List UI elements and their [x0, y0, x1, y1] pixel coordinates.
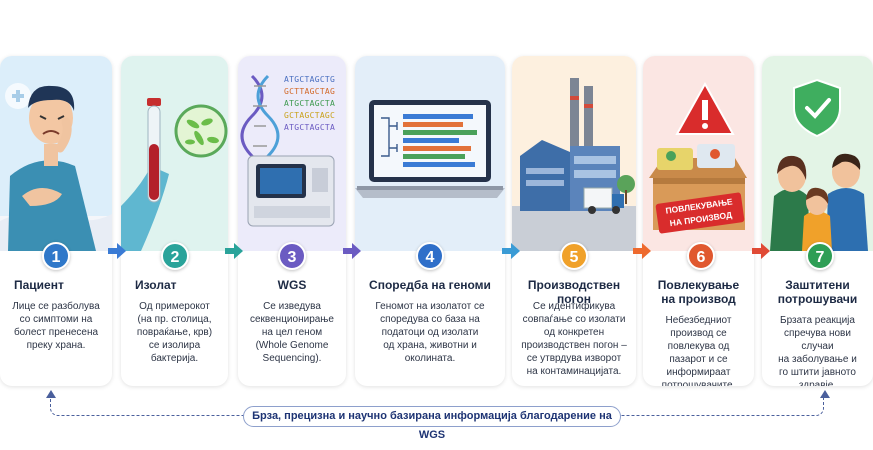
step-card-recall: ПОВЛЕКУВАЊЕ НА ПРОИЗВОД 6 Повлекување на…	[643, 56, 754, 386]
step-title: Изолат	[135, 278, 177, 292]
step-card-wgs: ATGCTAGCTG GCTTAGCTAG ATGCTAGCTA GCTAGCT…	[238, 56, 346, 386]
arrow-right-icon	[633, 243, 651, 259]
dna-line: ATGCTAGCTG	[284, 75, 336, 84]
step-title: WGS	[277, 278, 307, 292]
dna-line: GCTAGCTAGC	[284, 111, 336, 120]
step-card-protected: 7 Заштитени потрошувачи Брзата реакција …	[762, 56, 873, 386]
arrow-right-icon	[502, 243, 520, 259]
dna-line: GCTTAGCTAG	[284, 87, 336, 96]
arrow-right-icon	[108, 243, 126, 259]
step-description: Од примерокот (на пр. столица, повраќање…	[136, 301, 213, 364]
sick-patient-icon	[0, 56, 112, 251]
family-shield-icon	[762, 56, 873, 251]
step-title: Производствен погон	[527, 278, 621, 306]
step-description: Геномот на изолатот се споредува со база…	[375, 301, 485, 364]
dna-line: ATGCTAGCTA	[284, 99, 336, 108]
arrow-up-icon	[820, 390, 830, 398]
step-title: Заштитени потрошувачи	[777, 278, 858, 306]
test-tube-bacteria-icon	[121, 56, 228, 251]
step-card-genome-comparison: 4 Споредба на геноми Геномот на изолатот…	[355, 56, 505, 386]
step-number-badge: 5	[560, 242, 588, 270]
step-number-badge: 2	[161, 242, 189, 270]
step-description: Се идентификува совпаѓање со изолати од …	[521, 301, 627, 377]
arrow-right-icon	[752, 243, 770, 259]
step-number-badge: 6	[687, 242, 715, 270]
step-number-badge: 7	[806, 242, 834, 270]
step-description: Се изведува секвенционирање на цел геном…	[249, 301, 334, 364]
dna-sequence-text: ATGCTAGCTG GCTTAGCTAG ATGCTAGCTA GCTAGCT…	[284, 74, 344, 134]
step-title: Пациент	[14, 278, 64, 292]
laptop-tree-icon	[355, 56, 505, 251]
step-number-badge: 3	[278, 242, 306, 270]
footer-caption: Брза, прецизна и научно базирана информа…	[243, 406, 621, 441]
arrow-right-icon	[343, 243, 361, 259]
step-title: Споредба на геноми	[369, 278, 491, 292]
dna-sequencer-icon	[238, 56, 346, 251]
step-description: Лице се разболува со симптоми на болест …	[12, 301, 100, 351]
dna-line: ATGCTAGCTA	[284, 123, 336, 132]
step-number-badge: 1	[42, 242, 70, 270]
step-number-badge: 4	[416, 242, 444, 270]
arrow-up-icon	[46, 390, 56, 398]
step-description: Небезбедниот производ се повлекува од па…	[661, 315, 736, 386]
step-card-factory: 5 Производствен погон Се идентификува со…	[512, 56, 636, 386]
factory-icon	[512, 56, 636, 251]
step-card-patient: 1 Пациент Лице се разболува со симптоми …	[0, 56, 112, 386]
step-card-isolate: 2 Изолат Од примерокот (на пр. столица, …	[121, 56, 228, 386]
step-title: Повлекување на производ	[657, 278, 740, 306]
step-description: Брзата реакција спречува нови случаи на …	[778, 315, 857, 386]
arrow-right-icon	[225, 243, 243, 259]
